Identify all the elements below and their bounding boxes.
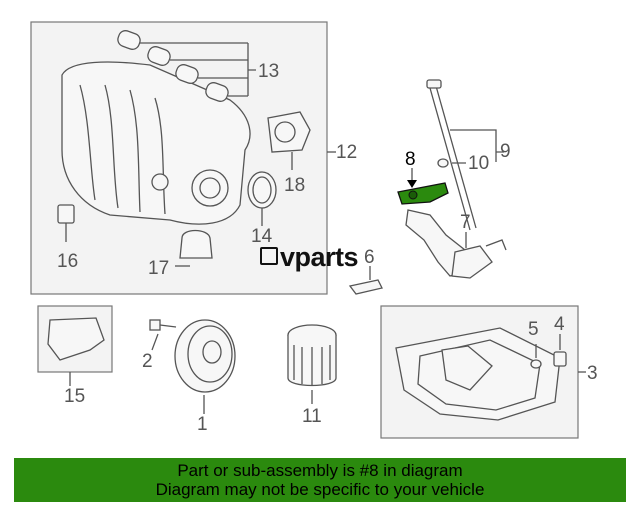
callout-9: 9 — [500, 141, 511, 162]
highlighted-part-8 — [397, 168, 449, 205]
callout-8: 8 — [405, 149, 416, 170]
bolt-2 — [149, 319, 177, 351]
callout-1: 1 — [197, 414, 208, 435]
callout-13: 13 — [258, 61, 279, 82]
small-bracket — [348, 279, 383, 295]
callout-10: 10 — [468, 153, 489, 174]
vparts-logo-icon — [260, 247, 278, 265]
throttle-gasket — [247, 171, 277, 226]
banner-line-1: Part or sub-assembly is #8 in diagram — [177, 461, 463, 480]
drain-plug — [530, 334, 567, 369]
intake-gaskets — [117, 30, 256, 102]
vparts-watermark: vparts — [260, 242, 359, 273]
callout-18: 18 — [284, 175, 305, 196]
banner-line-2: Diagram may not be specific to your vehi… — [155, 480, 485, 499]
callout-5: 5 — [528, 319, 539, 340]
callout-2: 2 — [142, 351, 153, 372]
throttle-body — [267, 111, 311, 170]
crank-pulley — [174, 319, 236, 414]
callout-12: 12 — [336, 142, 357, 163]
map-sensor — [57, 204, 75, 242]
watermark-text: vparts — [280, 242, 359, 272]
oil-pickup — [405, 209, 507, 279]
purge-valve — [175, 229, 213, 267]
callout-3: 3 — [587, 363, 598, 384]
oil-pan — [395, 327, 586, 421]
callout-11: 11 — [302, 406, 322, 427]
callout-14: 14 — [251, 226, 273, 247]
callout-7: 7 — [460, 212, 471, 233]
callout-6: 6 — [364, 247, 375, 268]
oil-filter — [287, 324, 337, 404]
callout-17: 17 — [148, 258, 169, 279]
bracket-15 — [47, 317, 105, 386]
callout-16: 16 — [57, 251, 78, 272]
callout-4: 4 — [554, 314, 565, 335]
intake-manifold — [61, 61, 251, 225]
callout-15: 15 — [64, 386, 85, 407]
dipstick-assembly — [426, 79, 504, 231]
info-banner: Part or sub-assembly is #8 in diagram Di… — [14, 458, 626, 502]
